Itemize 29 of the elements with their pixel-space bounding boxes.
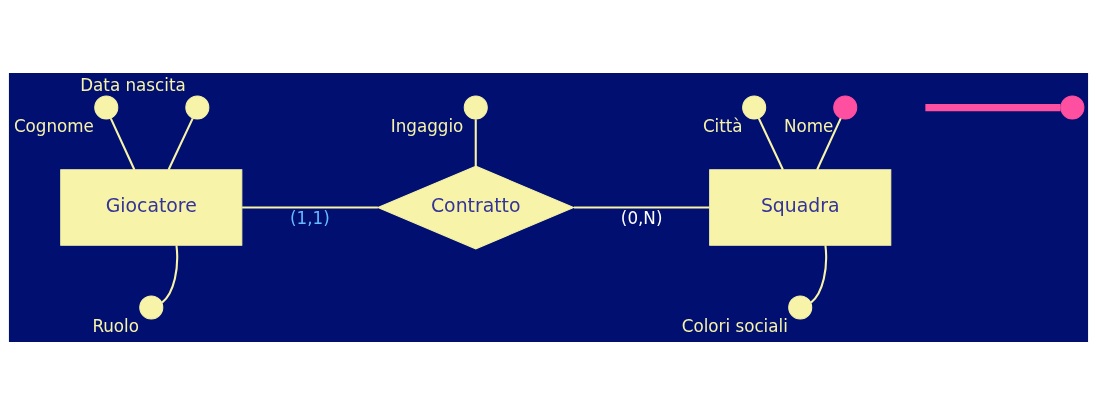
node-circle [742,95,767,120]
connector [167,117,194,170]
connector [242,205,378,209]
node-label: Città [702,115,743,136]
connector [474,118,477,166]
node-label: Ruolo [92,315,139,336]
node-circle [788,294,813,319]
connector [816,117,842,170]
node-box: Giocatore [60,168,243,246]
connector [810,244,828,303]
node-label: Ingaggio [390,115,464,136]
connector [574,205,710,209]
edge-label: (0,N) [620,207,663,228]
node-circle [833,95,858,120]
node-label: Colori sociali [681,315,788,336]
edge-label: (1,1) [290,207,330,228]
node-circle [185,95,210,120]
node-circle [463,95,488,120]
node-diamond: Contratto [376,165,575,249]
node-circle [94,95,119,120]
node-circle [139,294,164,319]
node-box: Squadra [709,168,892,246]
node-label: Cognome [13,115,94,136]
node-circle [1060,95,1085,120]
connector [161,244,179,303]
node-label: Data nascita [80,74,186,95]
node-label: Nome [783,115,834,136]
connector [109,117,136,170]
connector [757,117,784,170]
